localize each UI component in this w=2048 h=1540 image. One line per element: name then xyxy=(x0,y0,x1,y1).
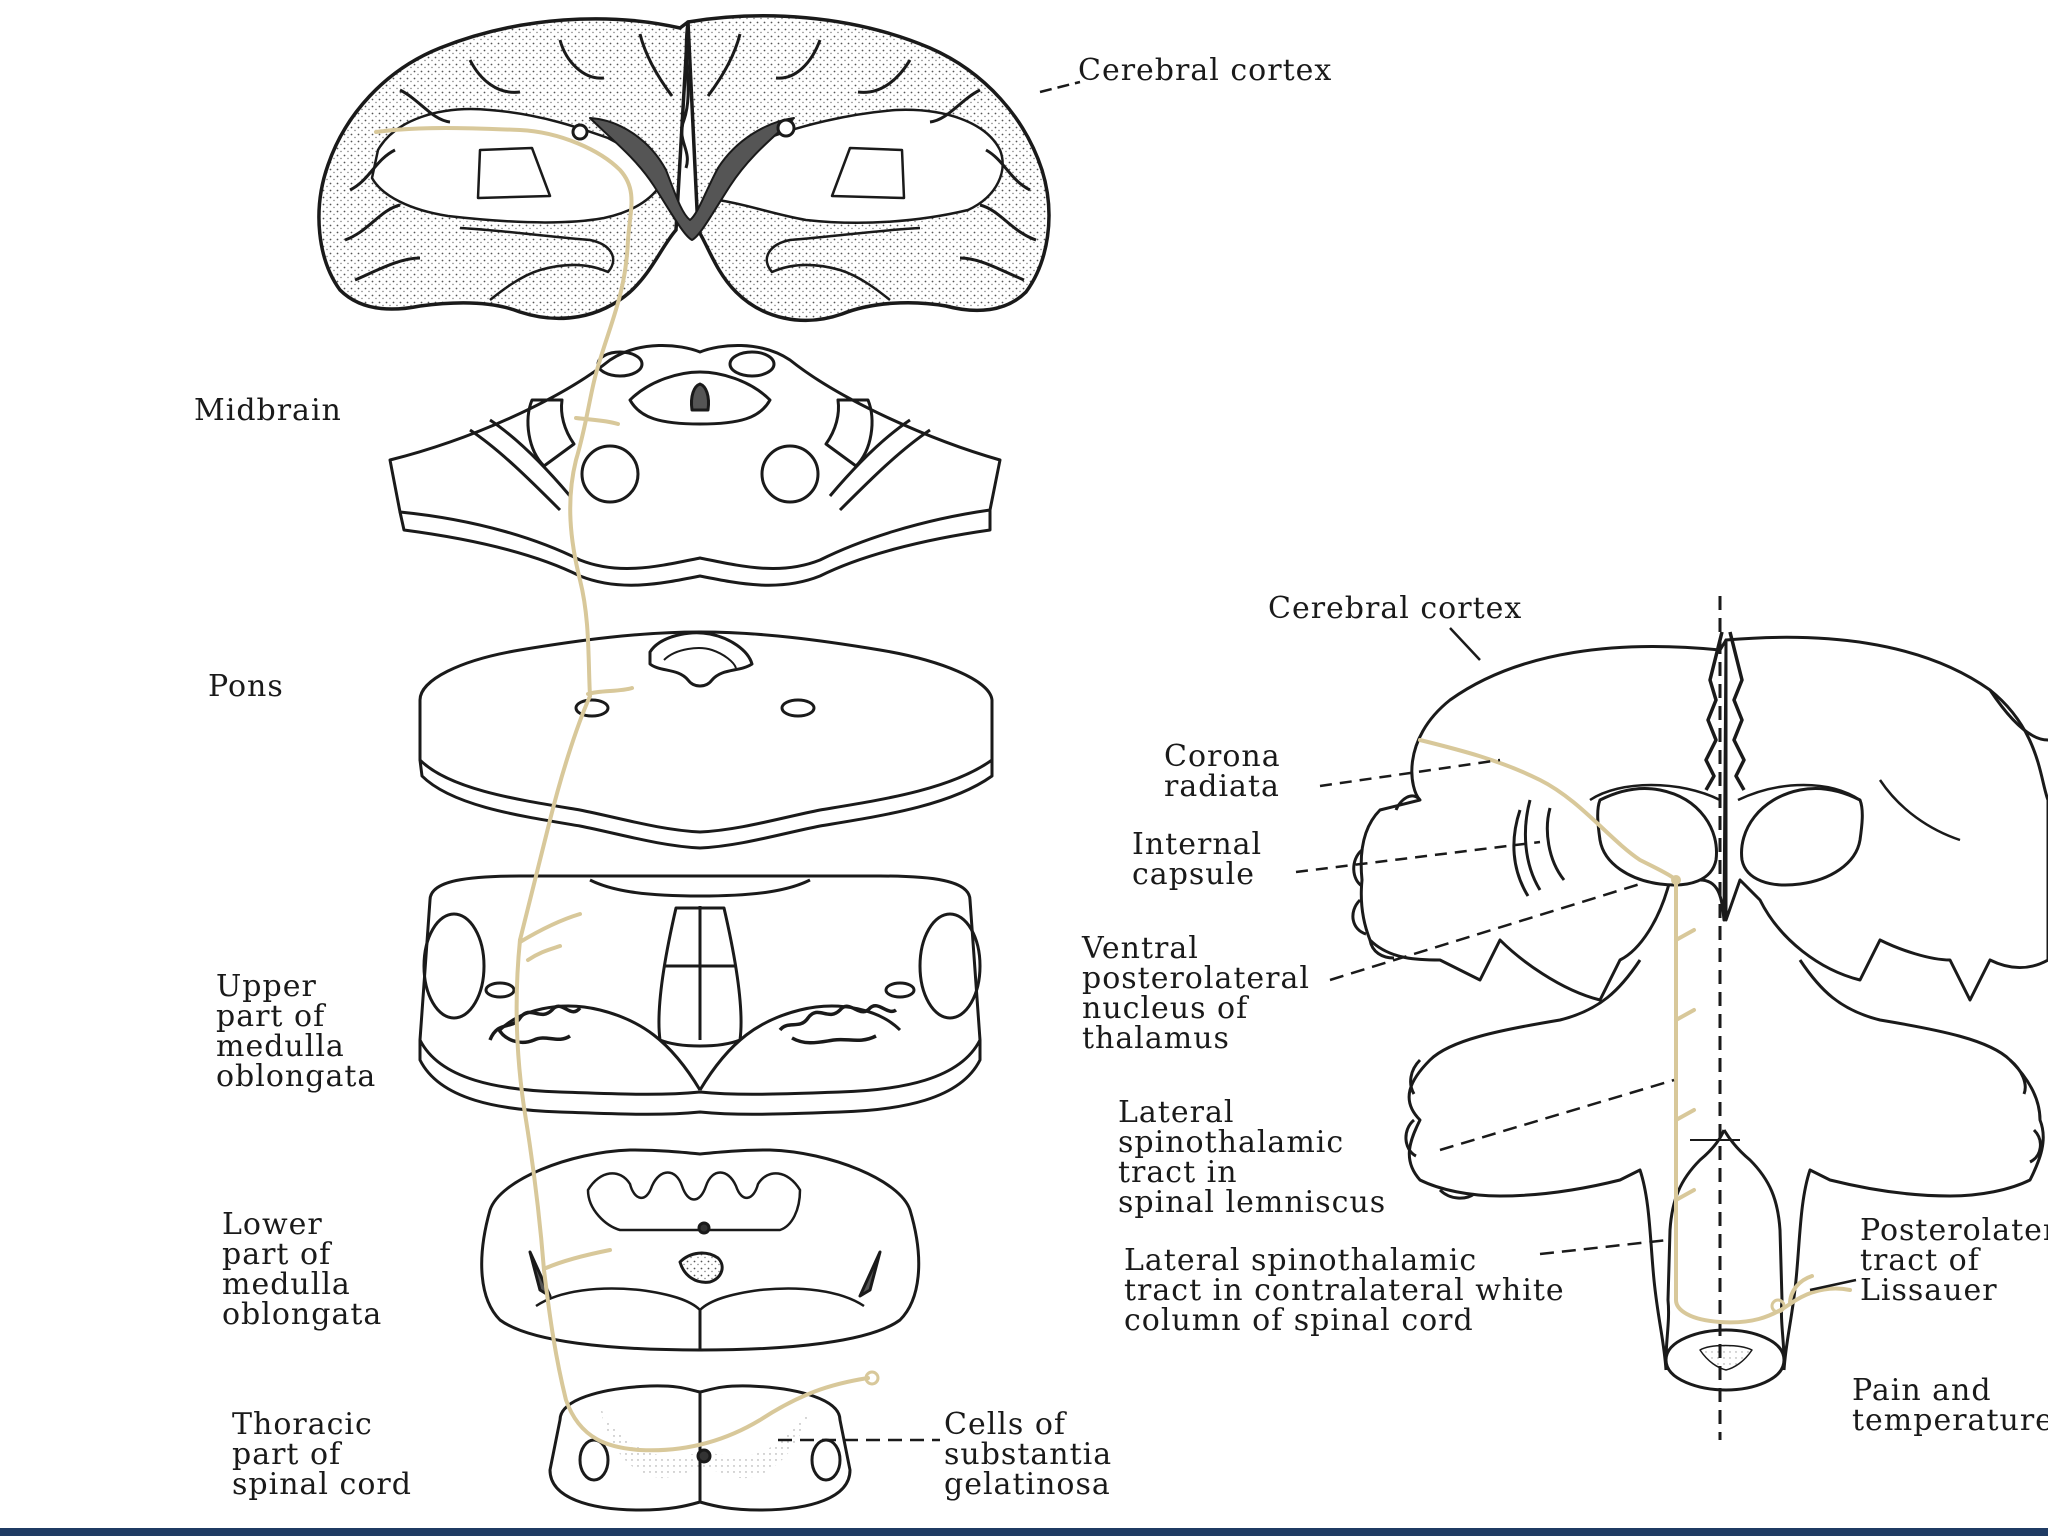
label-line: temperature xyxy=(1852,1403,2048,1438)
midbrain-section xyxy=(388,344,1002,587)
leader-lines xyxy=(1039,80,1857,1292)
label-line: Posterolateral xyxy=(1860,1213,2048,1248)
label-line: part of xyxy=(222,1237,332,1272)
label-line: Thoracic xyxy=(232,1407,373,1442)
label-line: spinal lemniscus xyxy=(1118,1185,1387,1220)
label-cerebral-cortex-top: Cerebral cortex xyxy=(1078,53,1333,88)
label-lateral-spinothalamic-lemniscus: Lateral spinothalamic tract in spinal le… xyxy=(1118,1098,1386,1218)
label-line: part of xyxy=(216,999,326,1034)
label-line: tract in xyxy=(1118,1155,1238,1190)
label-line: Lissauer xyxy=(1860,1273,1998,1308)
label-thoracic-cord: Thoracic part of spinal cord xyxy=(232,1410,412,1500)
label-corona-radiata: Corona radiata xyxy=(1164,742,1281,802)
label-line: Lower xyxy=(222,1207,323,1242)
label-line: spinal cord xyxy=(232,1467,412,1502)
label-internal-capsule: Internal capsule xyxy=(1132,830,1262,890)
label-line: oblongata xyxy=(216,1059,377,1094)
pain-receptor-left xyxy=(864,1370,880,1386)
label-substantia-gelatinosa: Cells of substantia gelatinosa xyxy=(944,1410,1112,1500)
vpl-nucleus-dot xyxy=(1671,875,1681,885)
label-upper-medulla: Upper part of medulla oblongata xyxy=(216,972,376,1092)
label-line: capsule xyxy=(1132,857,1255,892)
label-line: posterolateral xyxy=(1082,961,1310,996)
label-line: gelatinosa xyxy=(944,1467,1111,1502)
label-line: part of xyxy=(232,1437,342,1472)
label-line: Corona xyxy=(1164,739,1281,774)
label-pain-temperature: Pain and temperature xyxy=(1852,1376,2048,1436)
label-line: Ventral xyxy=(1082,931,1199,966)
label-line: substantia xyxy=(944,1437,1113,1472)
pons-section xyxy=(418,630,994,850)
brainstem-longitudinal-view xyxy=(1351,596,2048,1440)
label-line: Cells of xyxy=(944,1407,1066,1442)
label-line: radiata xyxy=(1164,769,1280,804)
label-line: column of spinal cord xyxy=(1124,1303,1474,1338)
label-lateral-spinothalamic-white-column: Lateral spinothalamic tract in contralat… xyxy=(1124,1246,1565,1336)
label-lower-medulla: Lower part of medulla oblongata xyxy=(222,1210,382,1330)
label-line: Lateral spinothalamic xyxy=(1124,1243,1478,1278)
label-midbrain: Midbrain xyxy=(194,393,342,428)
label-line: oblongata xyxy=(222,1297,383,1332)
label-line: medulla xyxy=(216,1029,345,1064)
label-vpl-nucleus: Ventral posterolateral nucleus of thalam… xyxy=(1082,934,1310,1054)
label-line: tract in contralateral white xyxy=(1124,1273,1565,1308)
bottom-bar xyxy=(0,1528,2048,1536)
label-line: tract of xyxy=(1860,1243,1980,1278)
label-line: Lateral xyxy=(1118,1095,1235,1130)
upper-medulla-section xyxy=(418,874,982,1116)
label-line: thalamus xyxy=(1082,1021,1230,1056)
label-line: spinothalamic xyxy=(1118,1125,1345,1160)
label-line: Internal xyxy=(1132,827,1263,862)
label-pons: Pons xyxy=(208,669,284,704)
left-pain-pathway xyxy=(374,126,870,1453)
coronal-brain-section xyxy=(317,14,1051,323)
label-line: Pain and xyxy=(1852,1373,1992,1408)
thoracic-cord-section xyxy=(548,1384,940,1512)
lower-medulla-section xyxy=(480,1148,921,1352)
dorsal-root-ganglion xyxy=(1770,1298,1786,1314)
label-cerebral-cortex-right: Cerebral cortex xyxy=(1268,591,1523,626)
label-line: Upper xyxy=(216,969,317,1004)
label-line: medulla xyxy=(222,1267,351,1302)
label-posterolateral-tract: Posterolateral tract of Lissauer xyxy=(1860,1216,2048,1306)
label-line: nucleus of xyxy=(1082,991,1249,1026)
